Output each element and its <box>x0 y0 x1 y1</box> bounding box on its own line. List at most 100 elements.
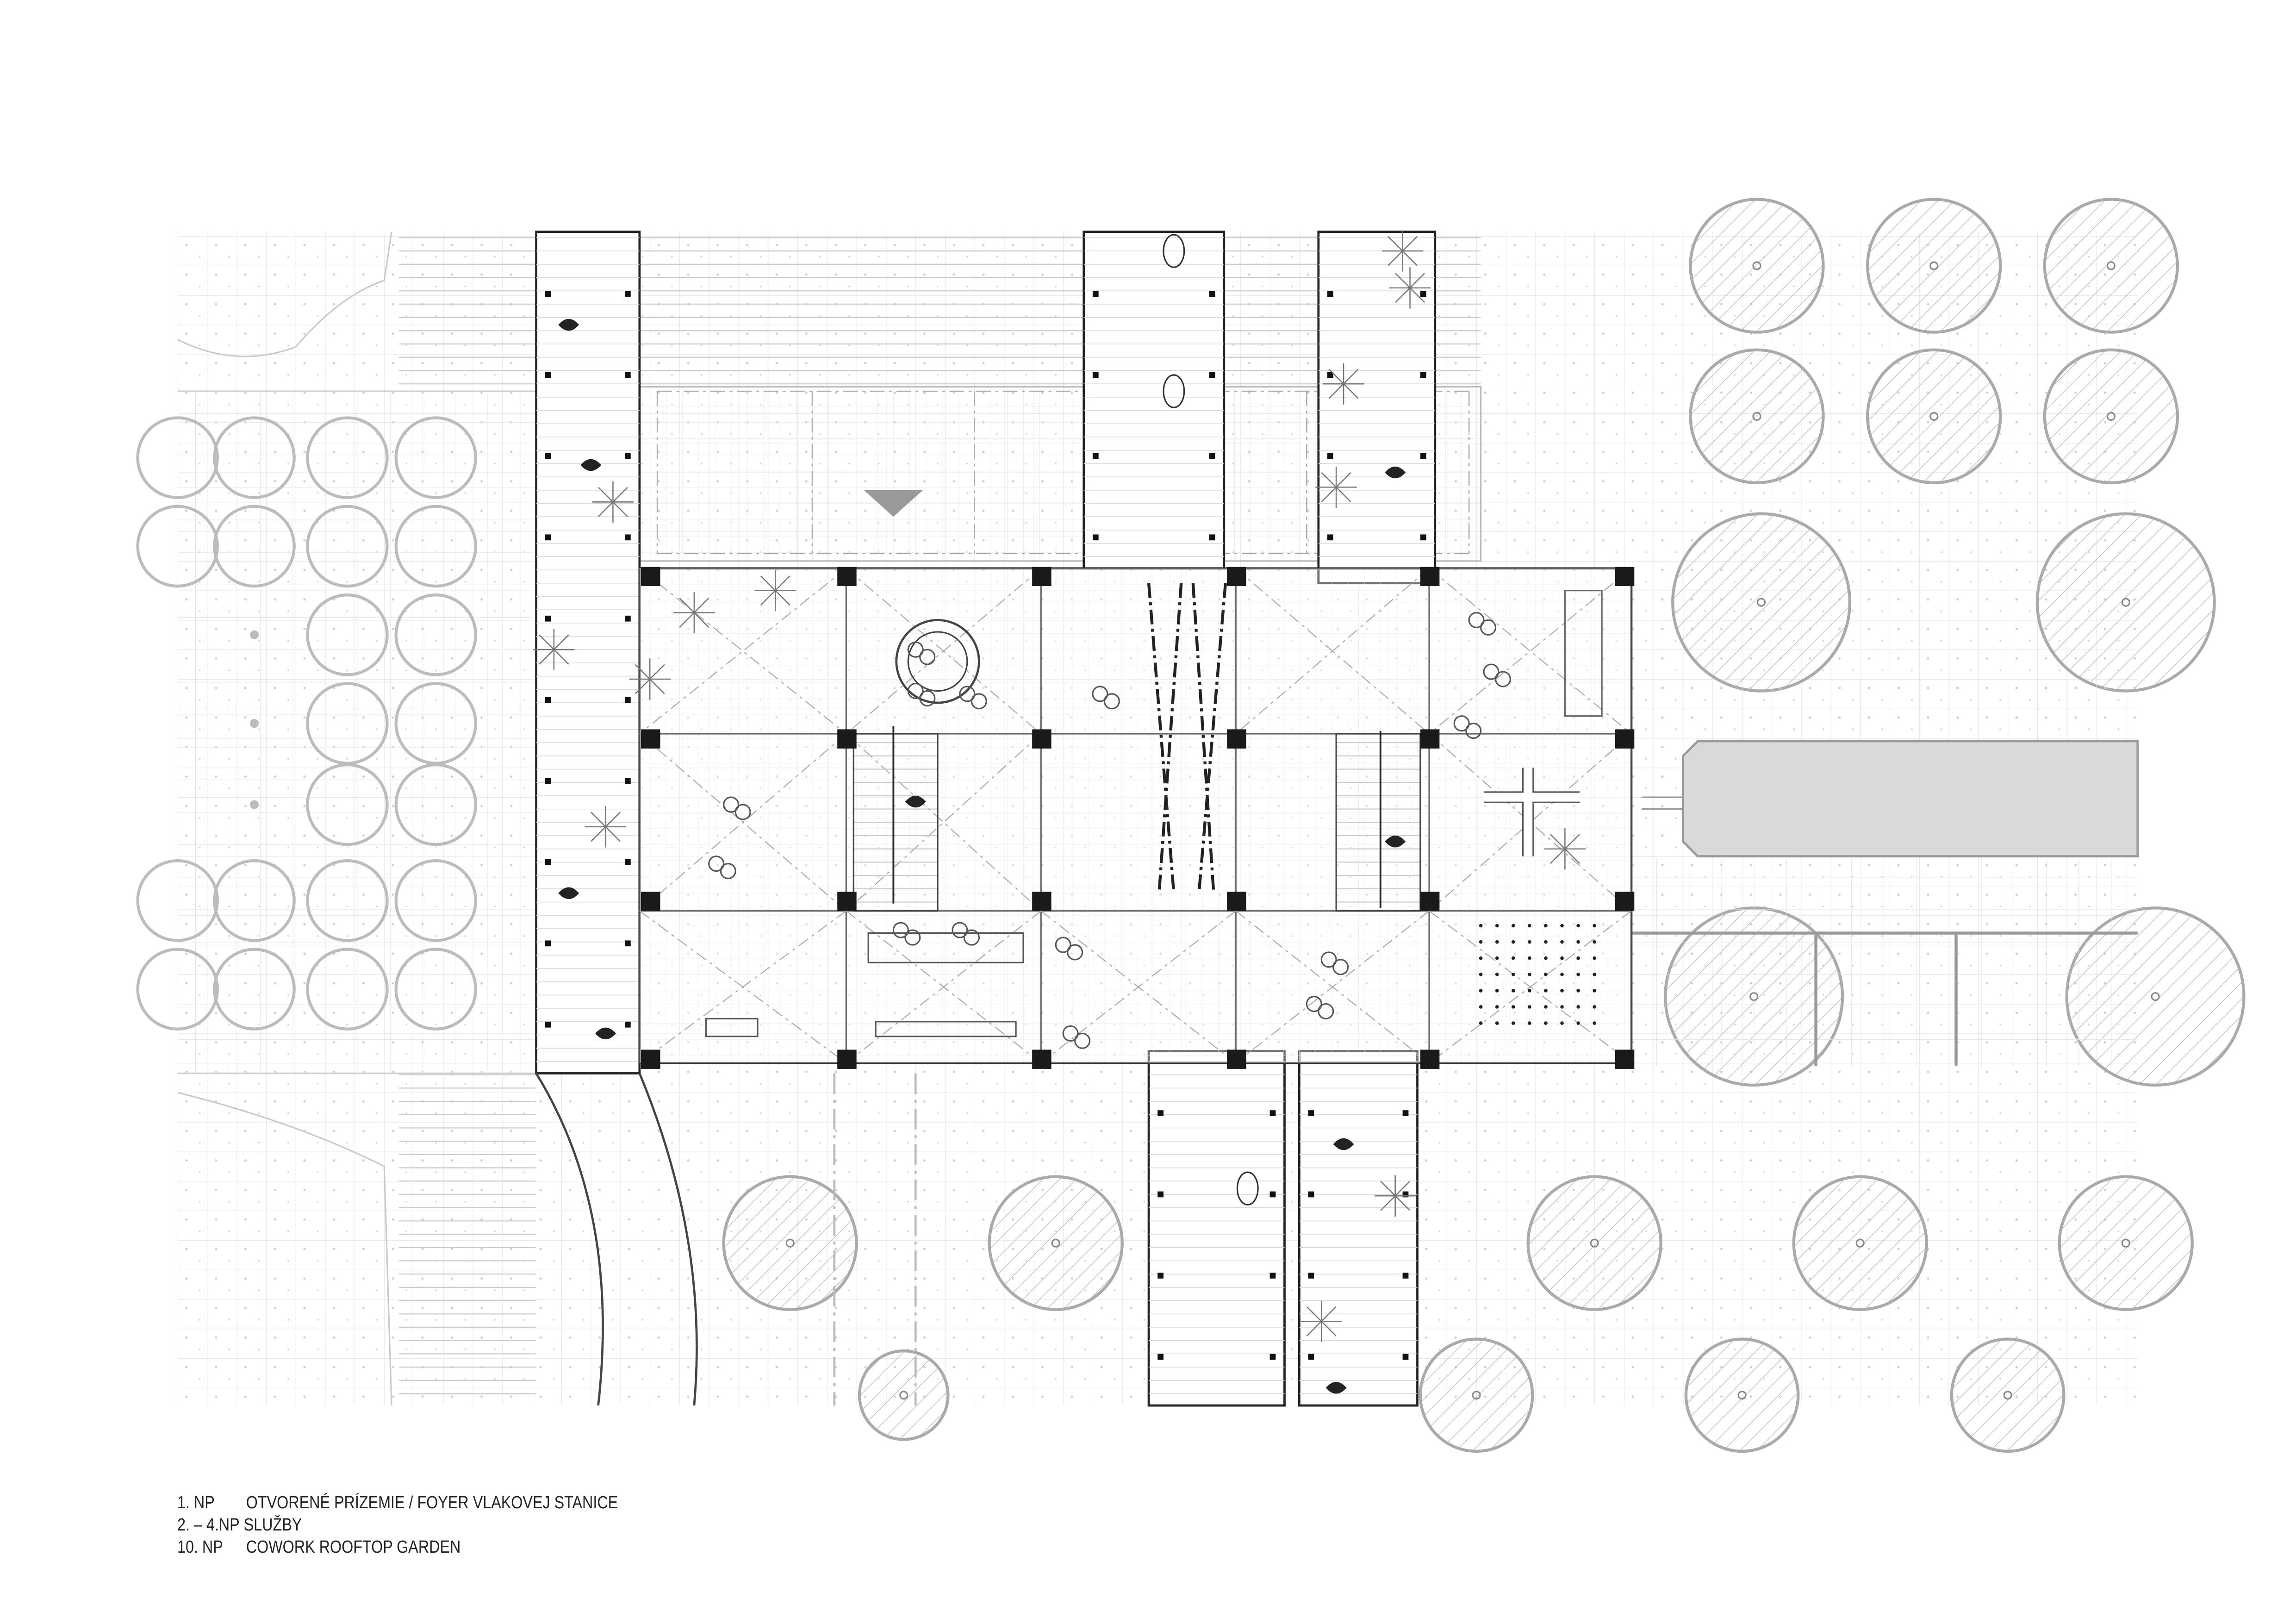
hatched-tree <box>2043 198 2179 334</box>
person-icon <box>1385 466 1406 479</box>
plant-leaf <box>1328 369 1344 385</box>
column <box>837 567 857 587</box>
plant-leaf <box>597 501 614 517</box>
seat <box>720 863 736 880</box>
floor-dot <box>1576 1021 1580 1025</box>
floor-dot <box>1544 956 1548 960</box>
bridge-post <box>545 615 551 622</box>
bridge-post <box>1420 372 1426 378</box>
seat <box>1092 686 1108 702</box>
seat <box>919 649 936 665</box>
plant-leaf <box>1402 236 1418 252</box>
tree-trunk-dot <box>249 719 259 728</box>
floor-dot <box>1576 989 1580 993</box>
seat <box>1074 1032 1091 1049</box>
bridge-post <box>624 534 631 541</box>
tree-trunk-dot <box>1051 1238 1060 1248</box>
legend-level: 1. NP <box>177 1493 215 1512</box>
seat <box>734 804 751 820</box>
hatched-tree <box>1526 1175 1662 1311</box>
plant-leaf <box>553 634 569 650</box>
bridge-post <box>545 291 551 297</box>
hatched-tree <box>1689 348 1825 485</box>
floor-dot <box>1495 1021 1499 1025</box>
tree-trunk-dot <box>1472 1391 1481 1400</box>
tree-planter <box>136 505 219 588</box>
column <box>1420 892 1440 911</box>
plant-leaf <box>591 826 606 842</box>
floor-dot <box>1560 1005 1564 1009</box>
seat <box>1320 951 1337 968</box>
floor-dot <box>1495 989 1499 993</box>
entrance-arrow-icon <box>864 490 923 517</box>
furniture-and-plants <box>533 230 1597 1394</box>
bridge-post <box>624 778 631 784</box>
floor-dot <box>1576 1005 1580 1009</box>
tree-planter <box>213 948 296 1031</box>
floor-dot <box>1479 1021 1483 1025</box>
person-top-view-icon <box>1163 374 1185 408</box>
floor-dot <box>1495 924 1499 928</box>
seat <box>1055 937 1071 953</box>
floor-dot <box>1544 989 1548 993</box>
plant-leaf <box>1402 250 1418 266</box>
floor-dot <box>1528 1005 1531 1009</box>
floor-dot <box>1528 989 1531 993</box>
floor-dot <box>1593 972 1597 976</box>
floor-dot <box>1544 972 1548 976</box>
plant-leaf <box>1321 487 1337 502</box>
seat <box>963 929 980 946</box>
bridge-post <box>1402 1354 1409 1360</box>
bridge-post <box>1209 291 1215 297</box>
legend-description: COWORK ROOFTOP GARDEN <box>246 1537 461 1557</box>
bridge-post <box>545 859 551 865</box>
plant-leaf <box>1343 383 1359 399</box>
curved-wall <box>535 1073 917 1406</box>
tree-planter <box>136 948 219 1031</box>
bridge-post <box>1092 453 1099 459</box>
floor-dot <box>1495 972 1499 976</box>
column <box>641 729 660 749</box>
person-top-view-icon <box>1236 1171 1259 1206</box>
person-icon <box>905 795 926 808</box>
column <box>1420 729 1440 749</box>
bridge-post <box>545 697 551 703</box>
plant-leaf <box>775 590 790 606</box>
tree-planter <box>394 763 478 846</box>
central-building <box>638 567 1633 1064</box>
seat <box>952 922 968 938</box>
column <box>1227 567 1246 587</box>
floor-dot <box>1495 940 1499 944</box>
column <box>1615 1049 1635 1069</box>
seat <box>1103 693 1120 710</box>
bridge-post <box>1420 534 1426 541</box>
seat <box>1453 715 1470 732</box>
bridge-post <box>1308 1191 1314 1198</box>
floor-dot <box>1560 989 1564 993</box>
column <box>1420 567 1440 587</box>
floor-dot <box>1511 989 1515 993</box>
floor-dot <box>1511 972 1515 976</box>
seat <box>1468 612 1485 628</box>
bridge-post <box>1269 1272 1276 1279</box>
floor-dot <box>1593 924 1597 928</box>
hatched-tree <box>2043 348 2179 485</box>
plant-leaf <box>597 487 614 503</box>
plant-leaf <box>1321 472 1337 488</box>
floor-dot <box>1495 1005 1499 1009</box>
seat <box>1306 996 1322 1012</box>
floor-dot <box>1560 956 1564 960</box>
seat <box>1062 1025 1079 1042</box>
floor-dot <box>1576 956 1580 960</box>
plant-leaf <box>1306 1306 1322 1322</box>
seat <box>959 686 976 702</box>
bridge-post <box>1420 291 1426 297</box>
bridge-post <box>1092 372 1099 378</box>
plant-leaf <box>1343 369 1359 385</box>
plant-leaf <box>539 634 554 650</box>
seat <box>907 682 924 700</box>
tree-planter <box>306 593 389 676</box>
bridge-post <box>624 940 631 947</box>
bridge-post <box>1209 372 1215 378</box>
